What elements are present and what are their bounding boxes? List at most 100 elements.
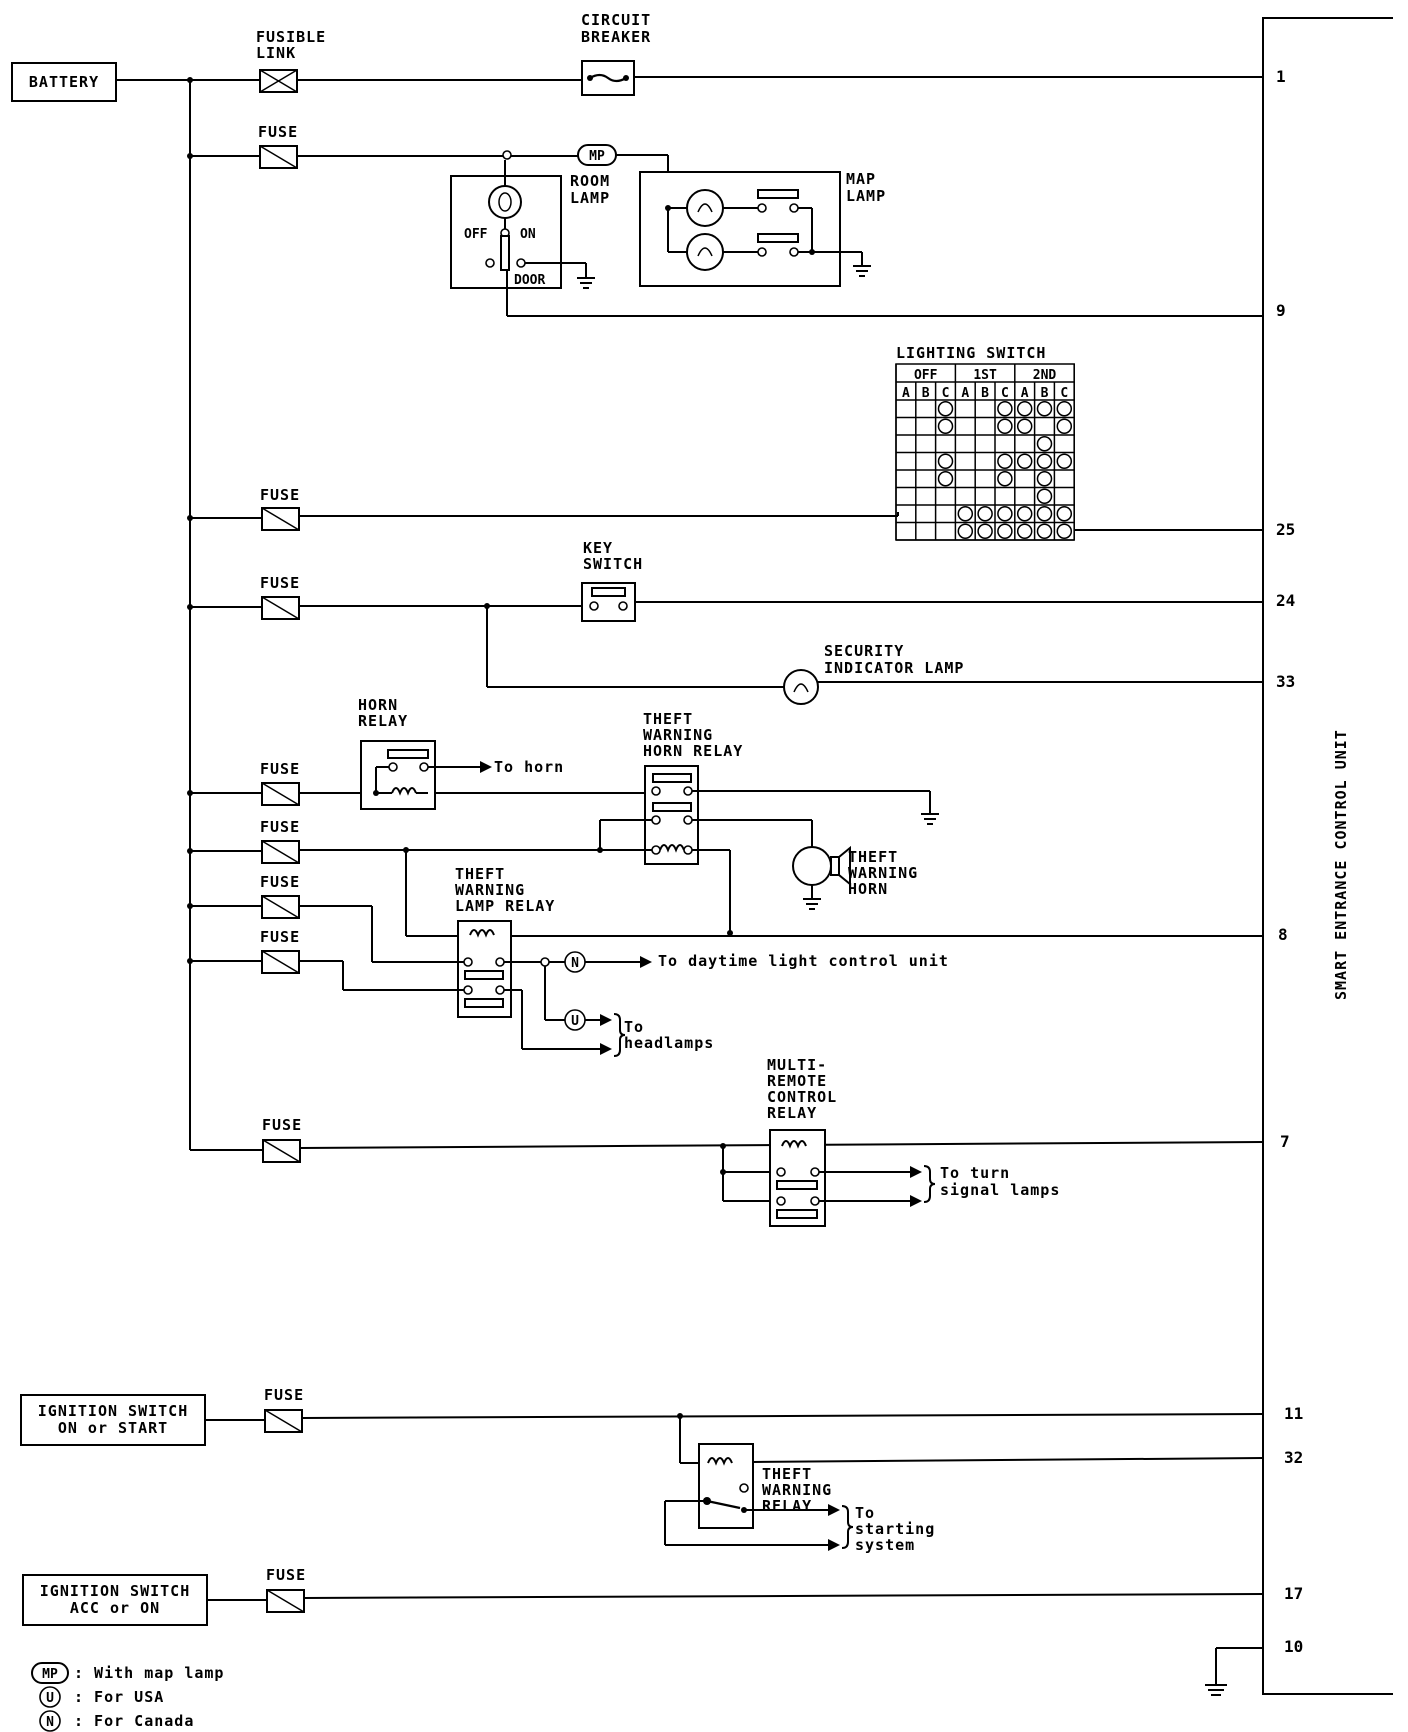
twhr-label-1: THEFT — [643, 710, 693, 728]
theft-warning-horn — [792, 845, 851, 910]
to-start-label-3: system — [855, 1536, 915, 1554]
lighting-contact — [1036, 506, 1053, 522]
fuse-4 — [261, 782, 300, 806]
key-switch-label-2: SWITCH — [583, 555, 643, 573]
lighting-contact — [1056, 418, 1073, 434]
fuse-label-10: FUSE — [266, 1566, 306, 1584]
to-daytime-label: To daytime light control unit — [658, 952, 949, 970]
lighting-contact — [1036, 488, 1053, 504]
twlr-label-2: WARNING — [455, 881, 525, 899]
circuit-breaker-label-1: CIRCUIT — [581, 11, 651, 29]
legend-n-tag: N — [46, 1715, 54, 1730]
lighting-contact — [957, 523, 974, 539]
fuse-label-3: FUSE — [260, 574, 300, 592]
to-headlamps-label-1: To — [624, 1018, 644, 1036]
on-label: ON — [520, 227, 536, 242]
room-lamp-label-1: ROOM — [570, 172, 610, 190]
fusible-link-label-1: FUSIBLE — [256, 28, 326, 46]
pin-9: 9 — [1276, 301, 1286, 320]
battery-box — [11, 62, 117, 102]
fuse-1 — [259, 145, 298, 169]
map-lamp — [639, 171, 871, 287]
lighting-contact — [937, 401, 954, 417]
fuse-10 — [266, 1589, 305, 1613]
lighting-col-a: A — [961, 386, 969, 401]
door-label: DOOR — [514, 273, 545, 288]
twr-label-1: THEFT — [762, 1465, 812, 1483]
room-lamp-label-2: LAMP — [570, 189, 610, 207]
twlr-label-3: LAMP RELAY — [455, 897, 555, 915]
lighting-col-a: A — [902, 386, 910, 401]
tw-horn-label-2: WARNING — [848, 864, 918, 882]
control-unit-label: SMART ENTRANCE CONTROL UNIT — [1332, 729, 1350, 1000]
circuit-breaker-label-2: BREAKER — [581, 28, 651, 46]
to-headlamps-label-2: headlamps — [624, 1034, 714, 1052]
lighting-contact — [1056, 401, 1073, 417]
lighting-contact — [997, 523, 1013, 539]
to-start-label-2: starting — [855, 1520, 935, 1538]
off-label: OFF — [464, 227, 488, 242]
fuse-2 — [261, 507, 300, 531]
ign-on-start-label-1: IGNITION SWITCH — [38, 1402, 188, 1420]
lighting-contact — [1036, 523, 1053, 539]
theft-warning-relay — [698, 1443, 754, 1529]
legend-mp-tag-text: MP — [42, 1667, 58, 1682]
to-start-label-1: To — [855, 1504, 875, 1522]
lighting-col-b: B — [1041, 386, 1049, 401]
lighting-contact — [937, 453, 954, 469]
lighting-col-c: C — [1060, 386, 1068, 401]
legend: MP : With map lamp U : For USA N : For C… — [31, 1662, 224, 1732]
lighting-switch-title: LIGHTING SWITCH — [896, 344, 1046, 362]
multi-remote-control-relay — [769, 1129, 826, 1227]
fuse-6 — [261, 895, 300, 919]
pin-11: 11 — [1284, 1404, 1303, 1423]
room-lamp: OFF ON DOOR — [450, 160, 595, 316]
lighting-contact — [977, 523, 993, 539]
security-lamp-label-2: INDICATOR LAMP — [824, 659, 964, 677]
mp-tag-text: MP — [589, 149, 605, 164]
row-horn: FUSE HORN RELAY To horn — [187, 696, 939, 910]
row-pin-7: FUSE MULTI- REMOTE CONTROL RELAY To turn… — [190, 1056, 1290, 1227]
control-unit: SMART ENTRANCE CONTROL UNIT — [1262, 17, 1393, 1695]
lighting-contact — [937, 418, 954, 434]
circuit-breaker — [581, 60, 635, 96]
fuse-label-5: FUSE — [260, 818, 300, 836]
horn-relay — [360, 740, 436, 810]
lighting-contact — [957, 506, 974, 522]
tw-horn-label-3: HORN — [848, 880, 888, 898]
mrcr-label-1: MULTI- — [767, 1056, 827, 1074]
to-horn-label: To horn — [494, 758, 564, 776]
pin-24: 24 — [1276, 591, 1295, 610]
fuse-label-7: FUSE — [260, 928, 300, 946]
lighting-contact — [1016, 506, 1033, 522]
legend-mp-text: : With map lamp — [74, 1664, 224, 1682]
lighting-group-1st: 1ST — [973, 368, 997, 383]
lighting-contact — [1016, 401, 1033, 417]
mrcr-label-4: RELAY — [767, 1104, 817, 1122]
fuse-label-9: FUSE — [264, 1386, 304, 1404]
lighting-contact — [997, 401, 1013, 417]
ign-acc-on-box — [22, 1574, 208, 1626]
theft-warning-lamp-relay — [457, 920, 512, 1018]
row-pin-24-33: FUSE KEY SWITCH 24 SECURITY INDICATOR LA… — [187, 539, 1295, 705]
row-pin-9: FUSE MP OFF ON DOOR ROOM — [187, 123, 1286, 320]
lighting-contact — [1036, 436, 1053, 452]
twhr-label-2: WARNING — [643, 726, 713, 744]
row-pin-11-32: IGNITION SWITCH ON or START FUSE 11 THEF… — [20, 1386, 1303, 1554]
lighting-group-off: OFF — [914, 368, 938, 383]
fuse-label-4: FUSE — [260, 760, 300, 778]
fuse-label-1: FUSE — [258, 123, 298, 141]
lighting-contact — [997, 471, 1013, 487]
fusible-link-label-2: LINK — [256, 44, 296, 62]
key-switch — [581, 582, 636, 622]
pin-33: 33 — [1276, 672, 1295, 691]
map-lamp-label-2: LAMP — [846, 187, 886, 205]
lighting-contact — [977, 506, 993, 522]
theft-warning-horn-relay — [644, 765, 699, 865]
fuse-5 — [261, 840, 300, 864]
fuse-label-8: FUSE — [262, 1116, 302, 1134]
to-turn-label-1: To turn — [940, 1164, 1010, 1182]
row-pin-10: 10 — [1205, 1637, 1303, 1696]
